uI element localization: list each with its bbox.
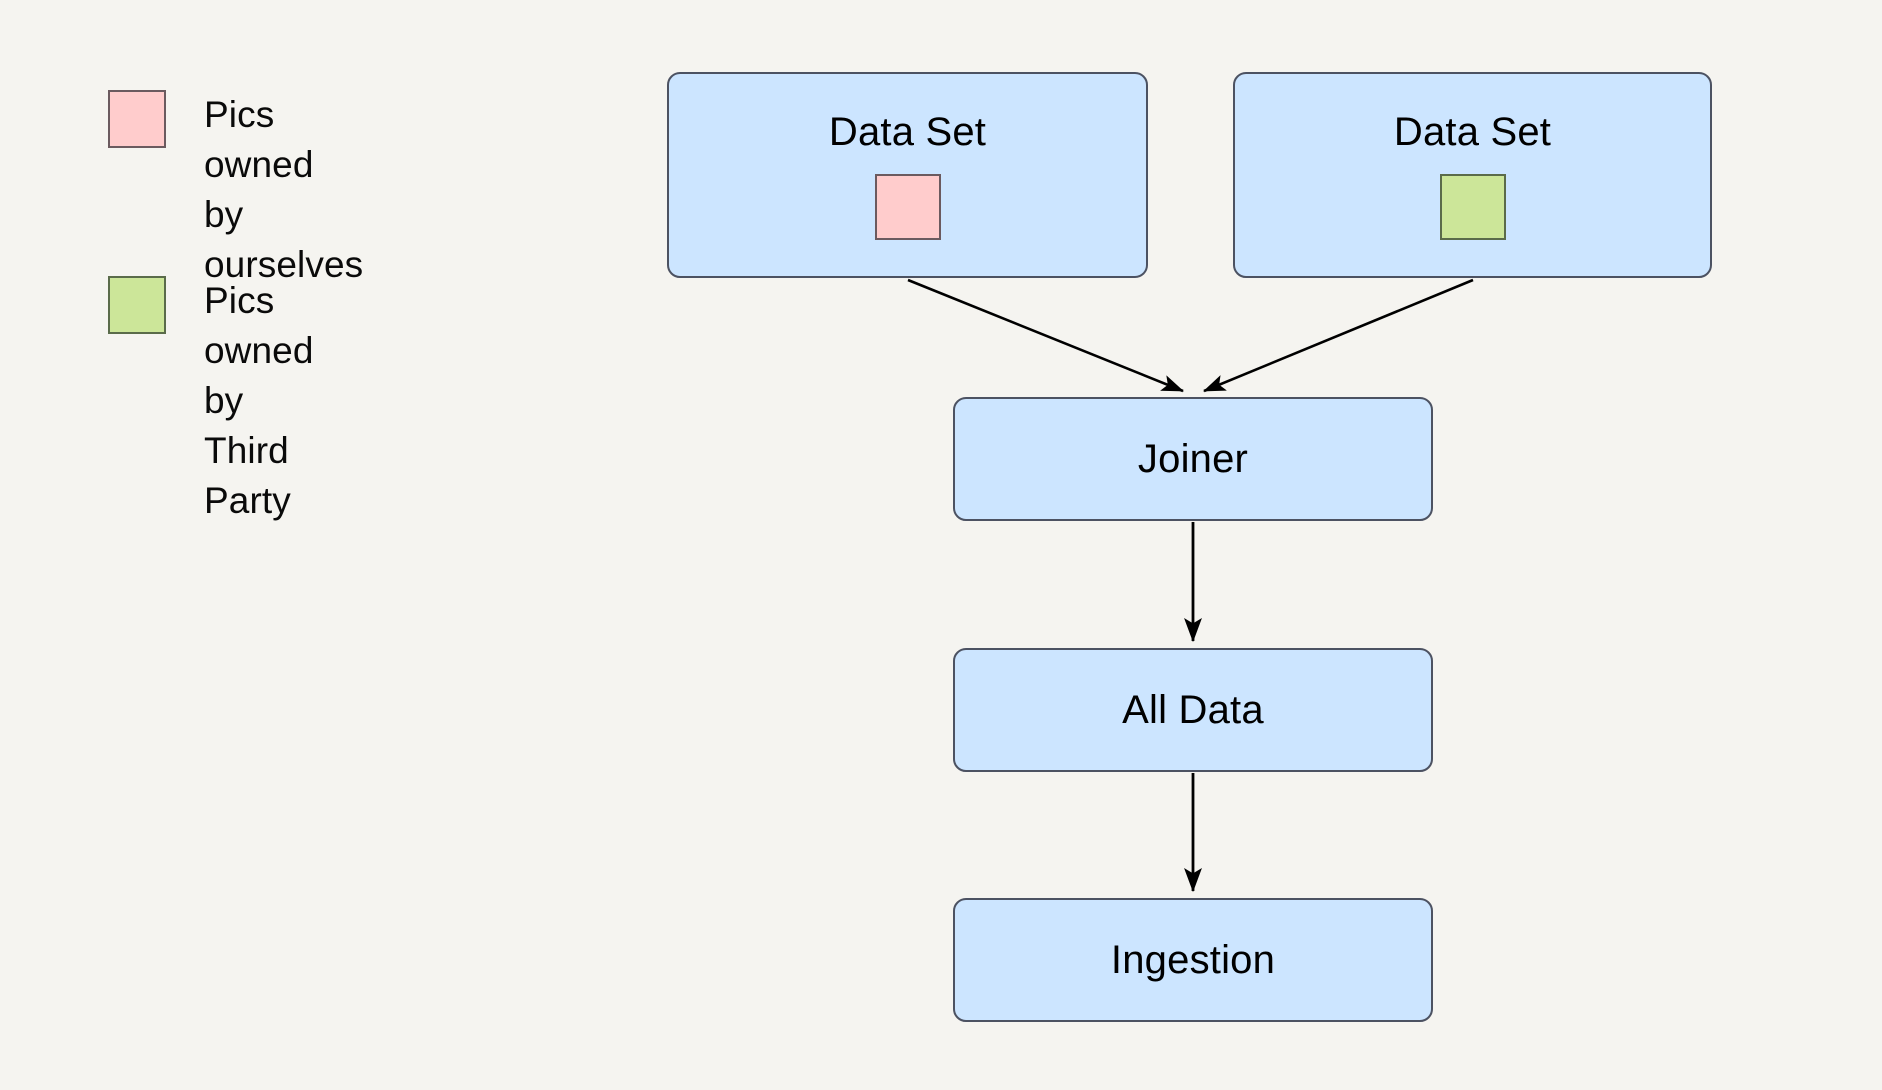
legend-item-owned-by-ourselves: Pics owned by ourselves (108, 90, 363, 290)
chip-owned-by-ourselves (874, 174, 941, 240)
node-data-set-left-label: Data Set (828, 110, 987, 154)
node-data-set-right-label: Data Set (1393, 110, 1552, 154)
node-joiner[interactable]: Joiner (953, 397, 1433, 521)
node-ingestion-label: Ingestion (1110, 938, 1276, 982)
node-data-set-right[interactable]: Data Set (1233, 72, 1712, 278)
legend-swatch-owned-by-ourselves (108, 90, 166, 148)
node-joiner-label: Joiner (1137, 437, 1249, 481)
node-all-data[interactable]: All Data (953, 648, 1433, 772)
node-data-set-left[interactable]: Data Set (667, 72, 1148, 278)
legend-item-owned-by-third-party: Pics owned by Third Party (108, 276, 314, 526)
legend-label-owned-by-ourselves: Pics owned by ourselves (204, 94, 364, 285)
node-all-data-label: All Data (1122, 688, 1264, 732)
node-ingestion[interactable]: Ingestion (953, 898, 1433, 1022)
legend-swatch-owned-by-third-party (108, 276, 166, 334)
edge-data-set-left-to-joiner (907, 278, 1184, 393)
chip-owned-by-third-party (1439, 174, 1506, 240)
edge-data-set-right-to-joiner (1203, 278, 1474, 393)
legend-label-owned-by-third-party: Pics owned by Third Party (204, 280, 314, 521)
